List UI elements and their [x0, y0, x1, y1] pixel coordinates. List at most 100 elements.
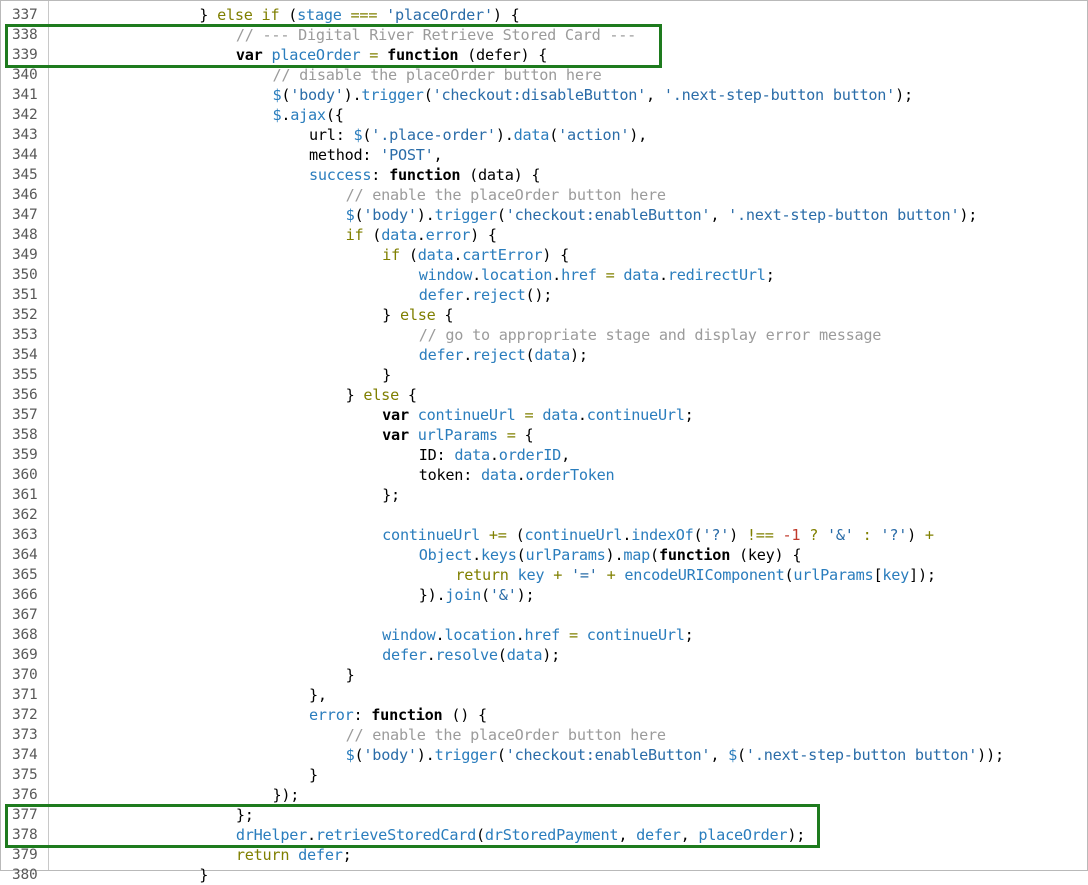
- code-token: (: [784, 566, 794, 584]
- code-token: join: [445, 586, 481, 604]
- code-line-338: 338// --- Digital River Retrieve Stored …: [1, 25, 1087, 45]
- code-token: .: [416, 226, 426, 244]
- line-number: 358: [12, 427, 38, 443]
- line-number: 363: [12, 527, 38, 543]
- code-token: }: [345, 666, 355, 684]
- code-token: Object: [418, 546, 473, 564]
- code-token: return: [455, 566, 509, 584]
- code-token: ).: [416, 206, 435, 224]
- code-token: continueUrl: [382, 526, 480, 544]
- code-token: [480, 526, 489, 544]
- line-number: 364: [12, 547, 38, 563]
- code-text: // enable the placeOrder button here: [53, 185, 666, 205]
- code-token: resolve: [435, 646, 499, 664]
- code-text: method: 'POST',: [53, 145, 443, 165]
- code-token: [560, 626, 569, 644]
- code-text: continueUrl += (continueUrl.indexOf('?')…: [53, 525, 934, 545]
- line-number: 379: [12, 847, 38, 863]
- line-number: 374: [12, 747, 38, 763]
- code-token: (: [496, 206, 506, 224]
- code-token: orderID: [498, 446, 562, 464]
- code-token: $: [345, 206, 355, 224]
- code-token: href: [561, 266, 597, 284]
- code-token: }: [199, 6, 218, 24]
- code-text: defer.resolve(data);: [53, 645, 560, 665]
- line-number: 347: [12, 207, 38, 223]
- code-token: =: [524, 406, 534, 424]
- code-token: ).: [495, 126, 514, 144]
- code-token: window: [418, 266, 473, 284]
- code-token: 'body': [363, 746, 417, 764]
- code-token: +: [606, 566, 616, 584]
- code-token: continueUrl: [586, 626, 685, 644]
- code-lines: 337} else if (stage === 'placeOrder') {3…: [1, 5, 1087, 884]
- code-text: }: [53, 365, 391, 385]
- line-number: 375: [12, 767, 38, 783]
- code-token: ) {: [492, 6, 520, 24]
- line-number: 362: [12, 507, 38, 523]
- code-token: trigger: [434, 746, 498, 764]
- code-token: [360, 46, 369, 64]
- code-token: ,: [710, 206, 729, 224]
- code-token: ).: [416, 746, 435, 764]
- code-token: orderToken: [525, 466, 615, 484]
- code-token: .: [307, 826, 316, 844]
- code-token: [516, 406, 525, 424]
- code-line-352: 352} else {: [1, 305, 1087, 325]
- code-token: (: [737, 746, 746, 764]
- code-token: placeOrder: [271, 46, 361, 64]
- code-token: .: [463, 286, 473, 304]
- code-token: reject: [472, 346, 526, 364]
- code-token: redirectUrl: [667, 266, 766, 284]
- code-token: $: [353, 126, 363, 144]
- code-token: // go to appropriate stage and display e…: [418, 326, 882, 344]
- code-token: (: [516, 546, 526, 564]
- code-token: (: [506, 526, 525, 544]
- code-line-356: 356} else {: [1, 385, 1087, 405]
- line-number: 365: [12, 567, 38, 583]
- code-line-380: 380}: [1, 865, 1087, 884]
- code-line-370: 370}: [1, 665, 1087, 685]
- code-line-374: 374$('body').trigger('checkout:enableBut…: [1, 745, 1087, 765]
- code-token: };: [235, 806, 254, 824]
- code-token: .: [463, 346, 473, 364]
- code-text: },: [53, 685, 327, 705]
- code-text: });: [53, 785, 299, 805]
- code-token: .: [516, 466, 526, 484]
- code-token: function: [658, 546, 731, 564]
- code-line-373: 373// enable the placeOrder button here: [1, 725, 1087, 745]
- code-token: var: [382, 426, 409, 444]
- line-number: 340: [12, 67, 38, 83]
- code-token: +: [553, 566, 563, 584]
- code-token: data: [534, 346, 570, 364]
- code-token: '.next-step-button button': [663, 86, 896, 104]
- code-token: [342, 6, 351, 24]
- code-token: map: [623, 546, 651, 564]
- code-token: !==: [746, 526, 774, 544]
- code-token: (defer) {: [458, 46, 548, 64]
- code-token: ): [729, 526, 747, 544]
- code-token: drHelper: [235, 826, 308, 844]
- code-line-337: 337} else if (stage === 'placeOrder') {: [1, 5, 1087, 25]
- code-line-340: 340 // disable the placeOrder button here: [1, 65, 1087, 85]
- code-token: ));: [977, 746, 1004, 764]
- code-text: };: [53, 485, 400, 505]
- code-text: var urlParams = {: [53, 425, 533, 445]
- code-line-367: 367: [1, 605, 1087, 625]
- code-line-361: 361};: [1, 485, 1087, 505]
- code-token: .: [658, 266, 668, 284]
- code-token: (: [279, 6, 298, 24]
- code-token: data: [417, 246, 454, 264]
- code-line-353: 353// go to appropriate stage and displa…: [1, 325, 1087, 345]
- code-text: success: function (data) {: [53, 165, 541, 185]
- code-token: }).: [418, 586, 446, 604]
- code-token: );: [787, 826, 806, 844]
- code-token: keys: [481, 546, 517, 564]
- code-token: // disable the placeOrder button here: [272, 66, 602, 84]
- code-line-355: 355}: [1, 365, 1087, 385]
- line-number: 378: [12, 827, 38, 843]
